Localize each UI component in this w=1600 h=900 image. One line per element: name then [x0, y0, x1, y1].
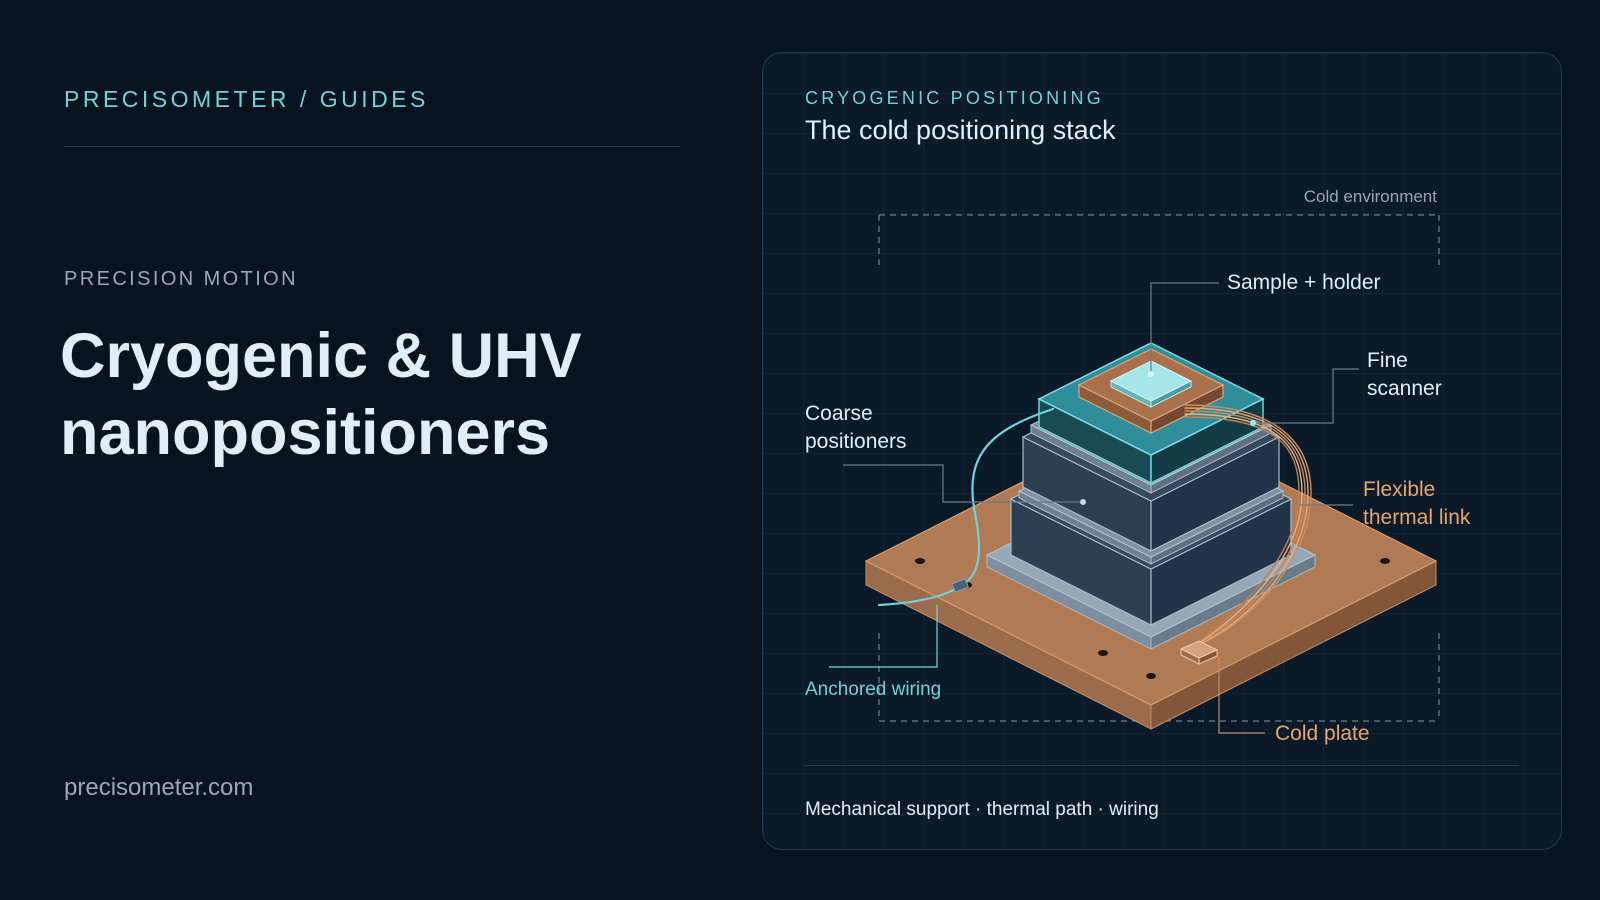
label-sample-holder: Sample + holder	[1227, 271, 1381, 294]
page-title-line-2: nanopositioners	[60, 398, 551, 468]
panel-footer-caption: Mechanical support · thermal path · wiri…	[805, 799, 1159, 820]
site-eyebrow: PRECISOMETER / GUIDES	[64, 86, 429, 112]
page-title: Cryogenic & UHV nanopositioners	[60, 318, 700, 472]
wiring-cable	[877, 407, 1055, 607]
label-anchored-wiring: Anchored wiring	[805, 679, 941, 700]
label-thermal-link-line-2: thermal link	[1363, 506, 1471, 529]
page-title-line-1: Cryogenic & UHV	[60, 321, 582, 391]
leader-lines	[829, 282, 1359, 734]
diagram-panel: CRYOGENIC POSITIONING The cold positioni…	[762, 52, 1562, 850]
panel-footer-divider	[805, 765, 1519, 766]
label-fine-scanner-line-1: Fine	[1367, 349, 1408, 372]
wiring-anchor	[951, 578, 970, 593]
label-cold-plate: Cold plate	[1275, 722, 1370, 745]
section-kicker: PRECISION MOTION	[64, 268, 298, 290]
label-coarse-positioners-line-2: positioners	[805, 430, 907, 453]
header-divider	[64, 146, 680, 147]
stack-diagram: CRYOGENIC POSITIONING The cold positioni…	[805, 88, 1471, 745]
sample	[1109, 360, 1193, 408]
label-thermal-link-line-1: Flexible	[1363, 478, 1435, 501]
cold-environment-label: Cold environment	[1304, 187, 1438, 206]
diagram-eyebrow: CRYOGENIC POSITIONING	[805, 88, 1104, 108]
diagram-title: The cold positioning stack	[805, 115, 1116, 145]
thermal-link-clamp	[1179, 640, 1219, 665]
site-url: precisometer.com	[64, 774, 254, 801]
label-fine-scanner-line-2: scanner	[1367, 377, 1442, 400]
label-coarse-positioners-line-1: Coarse	[805, 402, 873, 425]
